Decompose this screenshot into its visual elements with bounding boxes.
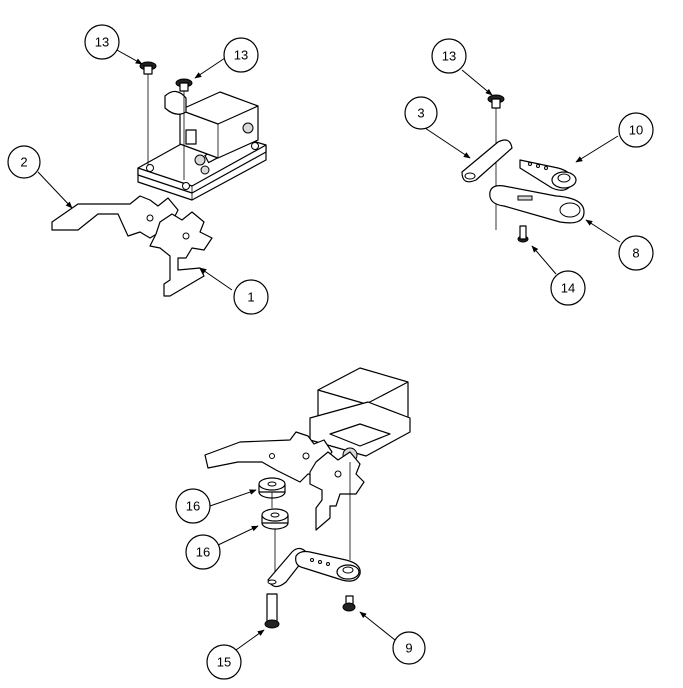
- standoff-15: [264, 593, 280, 629]
- callout-label: 13: [234, 48, 248, 63]
- screw-9: [342, 595, 356, 612]
- leader-8: [585, 219, 621, 243]
- leader-9: [359, 611, 396, 641]
- servo-horn-10: [519, 159, 577, 191]
- callout-label: 2: [20, 155, 27, 170]
- callout-label: 1: [247, 290, 254, 305]
- callout-label: 8: [632, 246, 639, 261]
- leader-13a: [116, 49, 143, 65]
- assembled-link-and-horn: [267, 547, 361, 588]
- callout-16-top: 16: [175, 488, 211, 524]
- callout-10: 10: [618, 112, 654, 148]
- callout-label: 13: [442, 49, 456, 64]
- callout-label: 14: [561, 281, 575, 296]
- callout-label: 16: [186, 499, 200, 514]
- callout-label: 10: [629, 123, 643, 138]
- callout-label: 16: [196, 545, 210, 560]
- leader-16a: [209, 489, 257, 507]
- screw-13-right: [175, 78, 193, 180]
- leader-13b: [194, 57, 226, 79]
- callout-9: 9: [392, 631, 426, 665]
- leader-15: [235, 629, 265, 651]
- link-8: [489, 185, 585, 224]
- servo-body: [164, 90, 259, 175]
- leader-14: [531, 245, 557, 275]
- callout-3: 3: [404, 96, 438, 130]
- callout-label: 9: [405, 641, 412, 656]
- callout-8: 8: [618, 235, 654, 271]
- assembled-gripper-arm-right: [309, 451, 365, 531]
- callout-16-bottom: 16: [185, 534, 221, 570]
- top-right-assembly: [461, 94, 585, 243]
- leader-1: [199, 267, 233, 291]
- leader-13c: [461, 69, 493, 96]
- top-left-assembly: [51, 61, 267, 297]
- bottom-assembly: [204, 367, 411, 629]
- callout-label: 3: [417, 106, 424, 121]
- screw-13-left: [139, 61, 157, 165]
- screw-13-top: [487, 94, 505, 230]
- callout-13-top-right: 13: [431, 38, 467, 74]
- spacer-16-bottom: [261, 508, 289, 530]
- leader-16b: [215, 525, 259, 547]
- link-3: [461, 139, 513, 183]
- callout-label: 13: [95, 35, 109, 50]
- callout-14: 14: [550, 270, 586, 306]
- callout-1: 1: [233, 279, 269, 315]
- screw-14: [517, 225, 529, 243]
- leader-3: [424, 127, 471, 159]
- leader-2: [37, 171, 73, 209]
- gripper-arm-1: [149, 211, 213, 297]
- callout-2: 2: [7, 145, 41, 179]
- assembled-servo-body: [309, 367, 411, 463]
- callout-label: 15: [217, 655, 231, 670]
- callout-13-top-left-a: 13: [84, 24, 120, 60]
- leader-10: [575, 135, 619, 163]
- callout-15: 15: [206, 644, 242, 680]
- callout-13-top-left-b: 13: [223, 37, 259, 73]
